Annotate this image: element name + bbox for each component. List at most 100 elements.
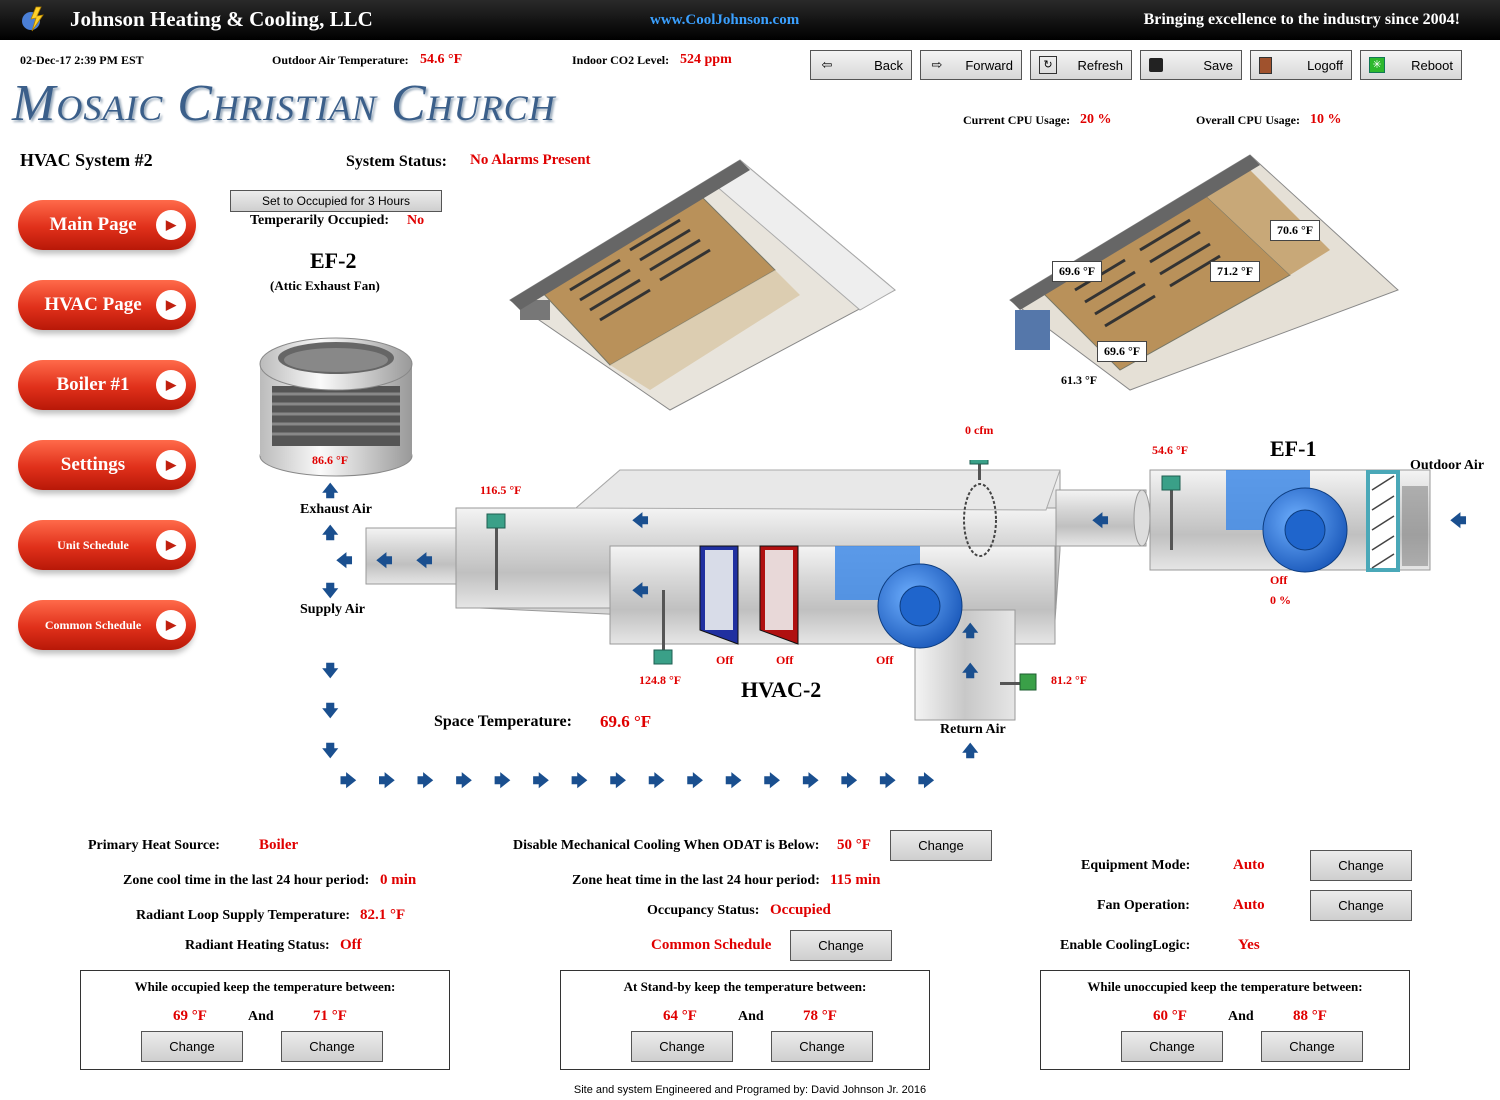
reboot-icon: ✳ bbox=[1369, 57, 1385, 73]
forward-button[interactable]: ⇨ Forward bbox=[920, 50, 1022, 80]
cooling-logic-label: Enable CoolingLogic: bbox=[1060, 938, 1191, 953]
footer-credit: Site and system Engineered and Programed… bbox=[573, 1084, 927, 1096]
chevron-right-icon: ▶ bbox=[156, 210, 186, 240]
back-label: Back bbox=[874, 57, 903, 73]
range-high-value: 78 °F bbox=[803, 1008, 837, 1024]
and-label: And bbox=[738, 1009, 764, 1024]
range-low-value: 69 °F bbox=[173, 1008, 207, 1024]
cooling-coil-state: Off bbox=[716, 653, 734, 667]
fan-operation-label: Fan Operation: bbox=[1097, 898, 1190, 913]
range-low-value: 60 °F bbox=[1153, 1008, 1187, 1024]
system-name: HVAC System #2 bbox=[20, 150, 153, 170]
range-high-change-button[interactable]: Change bbox=[1261, 1031, 1363, 1062]
top-bar: Johnson Heating & Cooling, LLC www.CoolJ… bbox=[0, 0, 1500, 40]
radiant-temp-value: 82.1 °F bbox=[360, 907, 406, 923]
outdoor-air-value: 54.6 °F bbox=[420, 52, 463, 67]
nav-settings[interactable]: Settings▶ bbox=[18, 440, 196, 490]
website-link[interactable]: www.CoolJohnson.com bbox=[650, 12, 800, 28]
zone-heat-label: Zone heat time in the last 24 hour perio… bbox=[572, 873, 820, 888]
space-temp-label: Space Temperature: bbox=[434, 713, 572, 730]
exhaust-temp: 116.5 °F bbox=[480, 483, 522, 497]
ef1-state: Off bbox=[1270, 573, 1288, 587]
nav-main-page[interactable]: Main Page▶ bbox=[18, 200, 196, 250]
back-button[interactable]: ⇦Back bbox=[810, 50, 912, 80]
range-high-change-button[interactable]: Change bbox=[281, 1031, 383, 1062]
forward-arrow-icon: ⇨ bbox=[931, 57, 943, 72]
disable-cooling-label: Disable Mechanical Cooling When ODAT is … bbox=[513, 838, 820, 853]
nav-unit-schedule[interactable]: Unit Schedule▶ bbox=[18, 520, 196, 570]
co2-label: Indoor CO2 Level: bbox=[572, 53, 670, 67]
unit-name: HVAC-2 bbox=[741, 677, 822, 702]
return-air-label: Return Air bbox=[940, 722, 1006, 737]
unoccupied-range-panel: While unoccupied keep the temperature be… bbox=[1040, 970, 1410, 1070]
logoff-button[interactable]: Logoff bbox=[1250, 50, 1352, 80]
fan-operation-change-button[interactable]: Change bbox=[1310, 890, 1412, 921]
current-cpu-value: 20 % bbox=[1080, 112, 1112, 127]
range-low-change-button[interactable]: Change bbox=[141, 1031, 243, 1062]
equipment-mode-value: Auto bbox=[1233, 857, 1265, 873]
equipment-mode-change-button[interactable]: Change bbox=[1310, 850, 1412, 881]
zone-temp-tag: 71.2 °F bbox=[1210, 261, 1261, 282]
range-low-change-button[interactable]: Change bbox=[1121, 1031, 1223, 1062]
door-icon bbox=[1259, 56, 1272, 74]
forward-label: Forward bbox=[965, 57, 1013, 73]
exhaust-air-label: Exhaust Air bbox=[300, 502, 372, 517]
arrow-down-icon: 🡇 bbox=[322, 701, 339, 720]
heating-coil-state: Off bbox=[776, 653, 794, 667]
nav-common-schedule[interactable]: Common Schedule ▶ bbox=[18, 600, 196, 650]
zone-temp-tag: 70.6 °F bbox=[1270, 220, 1321, 241]
arrow-down-icon: 🡇 bbox=[322, 581, 339, 600]
nav-label: Boiler #1 bbox=[56, 374, 130, 395]
schedule-value: Common Schedule bbox=[651, 937, 772, 953]
disable-cooling-change-button[interactable]: Change bbox=[890, 830, 992, 861]
primary-heat-label: Primary Heat Source: bbox=[88, 838, 220, 853]
nav-boiler[interactable]: Boiler #1▶ bbox=[18, 360, 196, 410]
range-high-value: 71 °F bbox=[313, 1008, 347, 1024]
current-cpu-label: Current CPU Usage: bbox=[963, 113, 1071, 127]
zone-temp-tag: 61.3 °F bbox=[1061, 373, 1098, 387]
zone-temp-tag: 69.6 °F bbox=[1052, 261, 1103, 282]
datetime: 02-Dec-17 2:39 PM EST bbox=[20, 53, 144, 67]
ef2-name: EF-2 bbox=[310, 248, 357, 273]
schedule-change-button[interactable]: Change bbox=[790, 930, 892, 961]
arrow-left-icon: 🡄 bbox=[632, 511, 649, 530]
range-high-change-button[interactable]: Change bbox=[771, 1031, 873, 1062]
page-title: Mosaic Christian Church bbox=[12, 75, 556, 132]
and-label: And bbox=[1228, 1009, 1254, 1024]
arrow-left-icon: 🡄 bbox=[1092, 511, 1109, 530]
occupancy-status-label: Occupancy Status: bbox=[647, 903, 760, 918]
nav-label: HVAC Page bbox=[44, 294, 142, 315]
ef1-name: EF-1 bbox=[1270, 436, 1317, 461]
standby-range-panel: At Stand-by keep the temperature between… bbox=[560, 970, 930, 1070]
outdoor-air-label: Outdoor Air Temperature: bbox=[272, 53, 409, 67]
save-button[interactable]: Save bbox=[1140, 50, 1242, 80]
chevron-right-icon: ▶ bbox=[156, 610, 186, 640]
set-occupied-button[interactable]: Set to Occupied for 3 Hours bbox=[230, 190, 442, 212]
zone-cool-label: Zone cool time in the last 24 hour perio… bbox=[123, 873, 370, 888]
floppy-disk-icon bbox=[1149, 58, 1163, 72]
refresh-button[interactable]: ↻Refresh bbox=[1030, 50, 1132, 80]
floor-plan-image bbox=[500, 140, 900, 415]
supply-temp: 124.8 °F bbox=[639, 673, 682, 687]
chevron-right-icon: ▶ bbox=[156, 290, 186, 320]
nav-hvac-page[interactable]: HVAC Page ▶ bbox=[18, 280, 196, 330]
range-title: At Stand-by keep the temperature between… bbox=[623, 979, 867, 994]
overall-cpu-label: Overall CPU Usage: bbox=[1196, 113, 1300, 127]
range-low-change-button[interactable]: Change bbox=[631, 1031, 733, 1062]
nav-label: Common Schedule bbox=[44, 617, 142, 632]
disable-cooling-value: 50 °F bbox=[837, 837, 871, 853]
supply-fan-state: Off bbox=[876, 653, 894, 667]
refresh-label: Refresh bbox=[1077, 57, 1123, 73]
return-airflow-arrows: 🡆🡆🡆🡆🡆🡆🡆🡆🡆🡆🡆🡆🡆🡆🡆🡆 bbox=[340, 771, 957, 790]
supply-air-label: Supply Air bbox=[300, 602, 365, 617]
chevron-right-icon: ▶ bbox=[156, 450, 186, 480]
reboot-button[interactable]: ✳Reboot bbox=[1360, 50, 1462, 80]
system-status-label: System Status: bbox=[346, 153, 447, 170]
space-temp-value: 69.6 °F bbox=[600, 712, 652, 731]
system-status-value: No Alarms Present bbox=[470, 152, 591, 168]
arrow-up-icon: 🡅 bbox=[962, 741, 979, 760]
zone-temp-tag: 69.6 °F bbox=[1097, 341, 1148, 362]
range-title: While unoccupied keep the temperature be… bbox=[1087, 979, 1363, 994]
arrow-left-icon: 🡄 bbox=[1450, 511, 1467, 530]
radiant-status-value: Off bbox=[340, 937, 362, 953]
